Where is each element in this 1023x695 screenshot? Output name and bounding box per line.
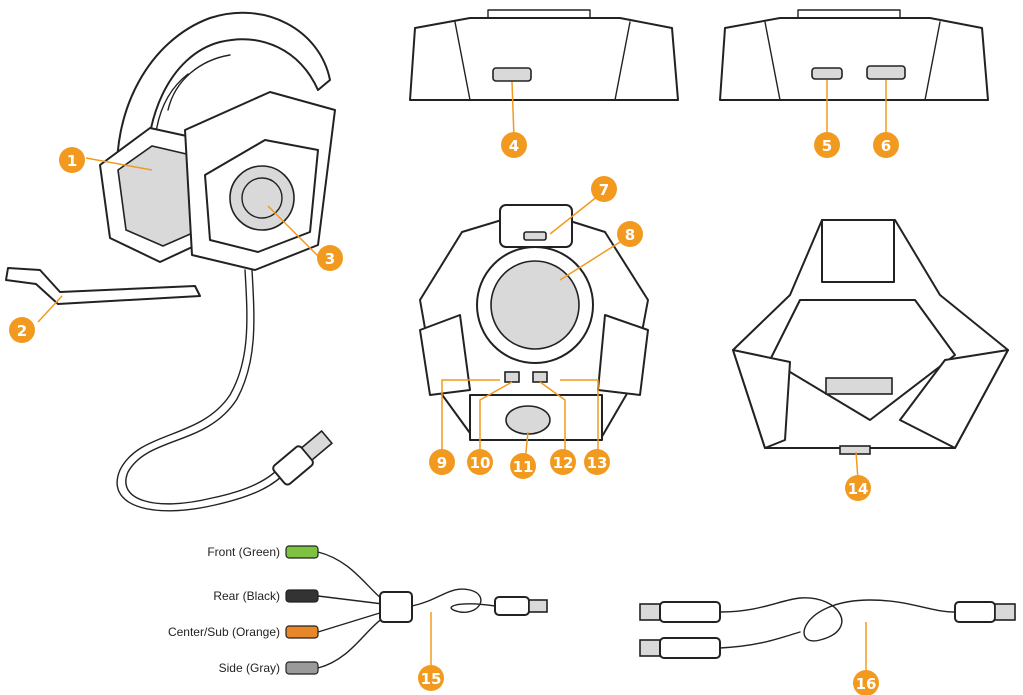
audio-splitter-cable xyxy=(317,551,548,669)
jack-plug xyxy=(285,545,319,559)
control-box-top-view xyxy=(419,204,649,441)
right-foot xyxy=(597,314,649,396)
svg-text:2: 2 xyxy=(17,322,27,340)
jack-legend: Front (Green) Rear (Black) Center/Sub (Ora… xyxy=(168,545,319,675)
bottom-label-plate xyxy=(825,377,893,395)
microphone-boom xyxy=(5,267,201,305)
ear-cup-grille xyxy=(229,165,295,231)
svg-text:15: 15 xyxy=(421,670,442,688)
extension-usb-plug-b xyxy=(639,637,721,659)
control-box-side-view-2 xyxy=(719,9,989,101)
headset-illustration xyxy=(5,11,336,512)
control-box-side-view-1 xyxy=(409,9,679,101)
bottom-left-foot xyxy=(732,349,791,449)
jack-4: Side (Gray) xyxy=(219,661,319,675)
svg-text:5: 5 xyxy=(822,137,832,155)
jack-2: Rear (Black) xyxy=(213,589,319,603)
bottom-top-foot xyxy=(821,219,895,283)
ear-cup-grille-inner xyxy=(241,177,283,219)
button-10 xyxy=(504,371,520,383)
volume-knob xyxy=(490,260,580,350)
callout-badge-6: 6 xyxy=(873,132,899,158)
jack-plug xyxy=(285,625,319,639)
svg-text:7: 7 xyxy=(599,181,609,199)
svg-text:6: 6 xyxy=(881,137,891,155)
svg-text:4: 4 xyxy=(509,137,519,155)
bottom-right-foot xyxy=(899,349,1009,449)
svg-text:16: 16 xyxy=(856,675,877,693)
callout-badge-9: 9 xyxy=(429,449,455,475)
jack-label: Rear (Black) xyxy=(213,589,280,603)
headband-pad-line xyxy=(167,54,231,111)
svg-text:12: 12 xyxy=(553,454,574,472)
callout-badge-2: 2 xyxy=(9,317,35,343)
control-box-bottom-view xyxy=(732,219,1009,455)
jack-1: Front (Green) xyxy=(207,545,319,559)
splitter-usb-plug xyxy=(494,596,548,616)
callout-badge-13: 13 xyxy=(584,449,610,475)
extension-usb-plug-c xyxy=(954,601,1016,623)
jack-label: Side (Gray) xyxy=(219,661,280,675)
callout-badge-4: 4 xyxy=(501,132,527,158)
callout-badge-11: 11 xyxy=(510,453,536,479)
callout-badge-15: 15 xyxy=(418,665,444,691)
callout-badge-16: 16 xyxy=(853,670,879,695)
button-12 xyxy=(532,371,548,383)
jack-plug xyxy=(285,589,319,603)
bottom-port-14 xyxy=(839,445,871,455)
callout-badge-1: 1 xyxy=(59,147,85,173)
svg-text:14: 14 xyxy=(848,480,869,498)
port-4 xyxy=(492,67,532,82)
jack-label: Front (Green) xyxy=(207,545,280,559)
splitter-hub xyxy=(379,591,413,623)
callout-badge-10: 10 xyxy=(467,449,493,475)
headset-cable xyxy=(116,269,289,512)
callout-badge-5: 5 xyxy=(814,132,840,158)
top-port-7 xyxy=(523,231,547,241)
svg-text:8: 8 xyxy=(625,226,635,244)
callout-badge-8: 8 xyxy=(617,221,643,247)
headband xyxy=(116,11,331,193)
jack-3: Center/Sub (Orange) xyxy=(168,625,319,639)
headset-usb-plug xyxy=(272,429,334,486)
callout-badge-3: 3 xyxy=(317,245,343,271)
svg-text:10: 10 xyxy=(470,454,491,472)
svg-text:13: 13 xyxy=(587,454,608,472)
svg-text:11: 11 xyxy=(513,458,534,476)
svg-text:9: 9 xyxy=(437,454,447,472)
callout-badge-7: 7 xyxy=(591,176,617,202)
jack-label: Center/Sub (Orange) xyxy=(168,625,280,639)
bottom-plate xyxy=(769,299,956,421)
port-6 xyxy=(866,65,906,80)
port-5 xyxy=(811,67,843,80)
jack-plug xyxy=(285,661,319,675)
left-foot xyxy=(419,314,471,396)
svg-text:3: 3 xyxy=(325,250,335,268)
callout-badge-14: 14 xyxy=(845,475,871,501)
svg-text:1: 1 xyxy=(67,152,77,170)
usb-extension-cable xyxy=(639,597,1016,659)
dial-11 xyxy=(505,405,551,435)
callout-badge-12: 12 xyxy=(550,449,576,475)
extension-usb-plug-a xyxy=(639,601,721,623)
headset-cable-outer xyxy=(125,269,283,505)
